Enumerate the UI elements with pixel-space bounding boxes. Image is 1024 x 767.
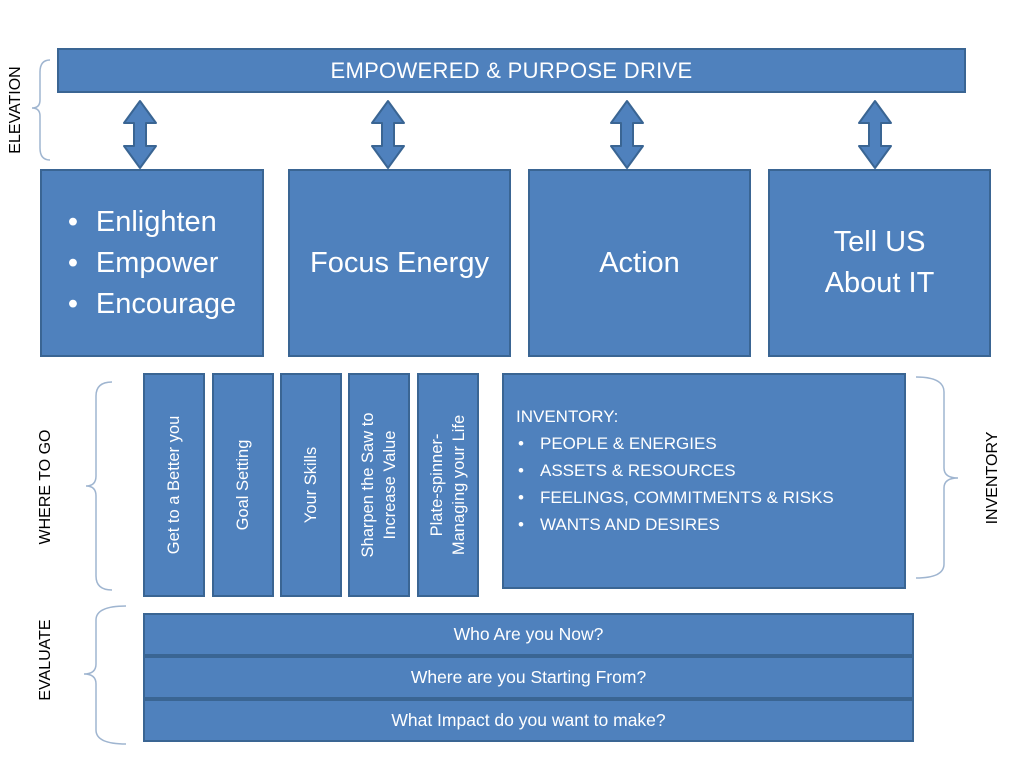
inventory-list: PEOPLE & ENERGIES ASSETS & RESOURCES FEE…: [516, 430, 904, 538]
inventory-title: INVENTORY:: [516, 407, 619, 426]
where-to-go-item-better-you: Get to a Better you: [143, 373, 205, 597]
double-arrow-focus: [371, 100, 405, 169]
evaluate-label: EVALUATE: [37, 619, 54, 701]
vertical-label-line-2: Increase Value: [381, 430, 399, 540]
focus-energy-text: Focus Energy: [310, 246, 489, 279]
tell-us-box: Tell US About IT: [768, 169, 991, 357]
action-text: Action: [599, 246, 680, 279]
double-arrow-tell: [858, 100, 892, 169]
inventory-label: INVENTORY: [984, 431, 1001, 525]
focus-energy-box: Focus Energy: [288, 169, 511, 357]
where-to-go-item-sharpen-saw: Sharpen the Saw to Increase Value: [348, 373, 410, 597]
evaluate-row-starting-from: Where are you Starting From?: [143, 656, 914, 699]
evaluate-row-impact: What Impact do you want to make?: [143, 699, 914, 742]
evaluate-row-text: What Impact do you want to make?: [391, 710, 666, 730]
double-arrow-action: [610, 100, 644, 169]
double-arrow-enlighten: [123, 100, 157, 169]
vertical-label: Get to a Better you: [163, 380, 185, 590]
evaluate-bracket: [83, 605, 127, 745]
elevation-label: ELEVATION: [7, 66, 24, 154]
inventory-bracket: [915, 376, 959, 579]
tell-us-line-2: About IT: [824, 267, 935, 299]
list-item: ASSETS & RESOURCES: [516, 457, 904, 484]
vertical-label-line-2: Managing your Life: [450, 414, 468, 556]
vertical-label-line-1: Sharpen the Saw to: [359, 412, 377, 558]
where-to-go-item-goal-setting: Goal Setting: [212, 373, 274, 597]
list-item: FEELINGS, COMMITMENTS & RISKS: [516, 484, 904, 511]
enlighten-box: Enlighten Empower Encourage: [40, 169, 264, 357]
empowered-purpose-banner: EMPOWERED & PURPOSE DRIVE: [57, 48, 966, 93]
elevation-bracket: [31, 59, 51, 161]
list-item: Empower: [68, 243, 236, 284]
where-to-go-item-your-skills: Your Skills: [280, 373, 342, 597]
vertical-label: Goal Setting: [232, 380, 254, 590]
banner-text: EMPOWERED & PURPOSE DRIVE: [330, 57, 693, 83]
enlighten-list: Enlighten Empower Encourage: [68, 202, 236, 325]
vertical-label-line-1: Get to a Better you: [165, 415, 183, 555]
vertical-label-line-1: Plate-spinner-: [428, 433, 446, 537]
list-item: Encourage: [68, 284, 236, 325]
evaluate-row-text: Who Are you Now?: [453, 624, 604, 644]
where-to-go-bracket: [85, 381, 113, 591]
where-to-go-label: WHERE TO GO: [37, 429, 54, 545]
where-to-go-item-plate-spinner: Plate-spinner- Managing your Life: [417, 373, 479, 597]
vertical-label: Sharpen the Saw to Increase Value: [357, 380, 401, 590]
vertical-label-line-1: Your Skills: [302, 446, 320, 524]
list-item: PEOPLE & ENERGIES: [516, 430, 904, 457]
inventory-box: INVENTORY: PEOPLE & ENERGIES ASSETS & RE…: [502, 373, 906, 589]
evaluate-row-text: Where are you Starting From?: [410, 667, 647, 687]
vertical-label: Plate-spinner- Managing your Life: [426, 380, 470, 590]
action-box: Action: [528, 169, 751, 357]
list-item: WANTS AND DESIRES: [516, 511, 904, 538]
list-item: Enlighten: [68, 202, 236, 243]
evaluate-row-who-are-you: Who Are you Now?: [143, 613, 914, 656]
vertical-label: Your Skills: [300, 380, 322, 590]
tell-us-line-1: Tell US: [833, 226, 926, 258]
vertical-label-line-1: Goal Setting: [234, 439, 252, 531]
